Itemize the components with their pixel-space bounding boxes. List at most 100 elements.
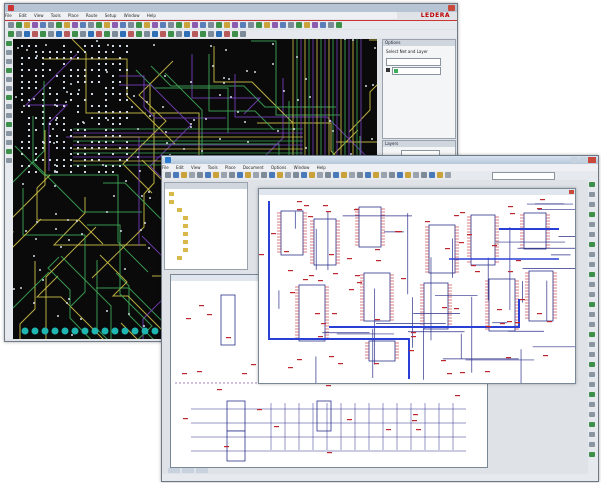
tool-icon[interactable] [589, 352, 595, 357]
menu-edit[interactable]: Edit [18, 13, 27, 18]
toolbar-button-icon[interactable] [184, 22, 190, 28]
toolbar-button-icon[interactable] [304, 22, 310, 28]
toolbar-button-icon[interactable] [32, 22, 38, 28]
toolbar-button-icon[interactable] [317, 172, 323, 178]
toolbar-button-icon[interactable] [256, 22, 262, 28]
toolbar-button-icon[interactable] [445, 172, 451, 178]
tool-icon[interactable] [589, 332, 595, 337]
toolbar-button-icon[interactable] [104, 31, 110, 37]
tool-icon[interactable] [589, 232, 595, 237]
tool-icon[interactable] [589, 262, 595, 267]
main-sheet-titlebar[interactable] [259, 189, 575, 195]
tool-icon[interactable] [589, 362, 595, 367]
toolbar-button-icon[interactable] [405, 172, 411, 178]
tool-icon[interactable] [589, 182, 595, 187]
menu-place[interactable]: Place [224, 165, 236, 170]
menu-document[interactable]: Document [242, 165, 264, 170]
menu-view[interactable]: View [191, 165, 201, 170]
tool-icon[interactable] [589, 282, 595, 287]
toolbar-button-icon[interactable] [285, 172, 291, 178]
toolbar-button-icon[interactable] [328, 22, 334, 28]
toolbar-button-icon[interactable] [216, 22, 222, 28]
document-tab[interactable] [182, 468, 194, 473]
toolbar-button-icon[interactable] [152, 22, 158, 28]
toolbar-button-icon[interactable] [320, 22, 326, 28]
toolbar-button-icon[interactable] [173, 172, 179, 178]
toolbar-button-icon[interactable] [176, 31, 182, 37]
toolbar-button-icon[interactable] [197, 172, 203, 178]
tool-icon[interactable] [6, 131, 12, 136]
toolbar-button-icon[interactable] [261, 172, 267, 178]
layer-select[interactable] [392, 67, 441, 75]
toolbar-button-icon[interactable] [80, 22, 86, 28]
toolbar-button-icon[interactable] [120, 22, 126, 28]
menu-window[interactable]: Window [123, 13, 140, 18]
toolbar-button-icon[interactable] [208, 22, 214, 28]
toolbar-button-icon[interactable] [357, 172, 363, 178]
toolbar-button-icon[interactable] [136, 31, 142, 37]
menu-view[interactable]: View [34, 13, 44, 18]
tool-icon[interactable] [589, 272, 595, 277]
toolbar-button-icon[interactable] [181, 172, 187, 178]
toolbar-button-icon[interactable] [184, 31, 190, 37]
document-tab[interactable] [196, 468, 208, 473]
tool-icon[interactable] [589, 222, 595, 227]
toolbar-button-icon[interactable] [253, 172, 259, 178]
menu-place[interactable]: Place [67, 13, 79, 18]
menu-edit[interactable]: Edit [175, 165, 184, 170]
toolbar-button-icon[interactable] [96, 22, 102, 28]
toolbar-button-icon[interactable] [32, 31, 38, 37]
toolbar-button-icon[interactable] [301, 172, 307, 178]
toolbar-button-icon[interactable] [56, 22, 62, 28]
tool-icon[interactable] [589, 432, 595, 437]
toolbar-button-icon[interactable] [165, 172, 171, 178]
schematic-window-titlebar[interactable] [162, 156, 598, 164]
toolbar-button-icon[interactable] [293, 172, 299, 178]
checkbox-icon[interactable] [386, 68, 390, 72]
toolbar-button-icon[interactable] [232, 22, 238, 28]
toolbar-button-icon[interactable] [245, 172, 251, 178]
tool-icon[interactable] [589, 312, 595, 317]
tool-icon[interactable] [6, 68, 12, 73]
toolbar-button-icon[interactable] [200, 22, 206, 28]
toolbar-button-icon[interactable] [296, 22, 302, 28]
toolbar-button-icon[interactable] [128, 22, 134, 28]
toolbar-button-icon[interactable] [341, 172, 347, 178]
toolbar-button-icon[interactable] [325, 172, 331, 178]
toolbar-button-icon[interactable] [80, 31, 86, 37]
tool-icon[interactable] [589, 392, 595, 397]
tool-icon[interactable] [589, 412, 595, 417]
toolbar-button-icon[interactable] [72, 22, 78, 28]
toolbar-button-icon[interactable] [144, 31, 150, 37]
menu-tools[interactable]: Tools [207, 165, 218, 170]
toolbar-button-icon[interactable] [56, 31, 62, 37]
toolbar-button-icon[interactable] [288, 22, 294, 28]
toolbar-button-icon[interactable] [397, 172, 403, 178]
toolbar-button-icon[interactable] [413, 172, 419, 178]
schematic-toolbar-combo[interactable] [492, 172, 555, 180]
toolbar-button-icon[interactable] [96, 31, 102, 37]
toolbar-button-icon[interactable] [200, 31, 206, 37]
tool-icon[interactable] [6, 59, 12, 64]
toolbar-button-icon[interactable] [232, 31, 238, 37]
toolbar-button-icon[interactable] [272, 22, 278, 28]
toolbar-button-icon[interactable] [237, 172, 243, 178]
toolbar-button-icon[interactable] [88, 22, 94, 28]
tool-icon[interactable] [6, 104, 12, 109]
toolbar-button-icon[interactable] [336, 22, 342, 28]
toolbar-button-icon[interactable] [136, 22, 142, 28]
tool-icon[interactable] [589, 192, 595, 197]
window-close-icon[interactable] [448, 5, 455, 11]
toolbar-button-icon[interactable] [349, 172, 355, 178]
tool-icon[interactable] [589, 422, 595, 427]
tool-icon[interactable] [6, 113, 12, 118]
toolbar-button-icon[interactable] [48, 31, 54, 37]
toolbar-button-icon[interactable] [312, 22, 318, 28]
toolbar-button-icon[interactable] [421, 172, 427, 178]
toolbar-button-icon[interactable] [112, 22, 118, 28]
toolbar-button-icon[interactable] [240, 31, 246, 37]
tool-icon[interactable] [589, 442, 595, 447]
menu-options[interactable]: Options [270, 165, 287, 170]
toolbar-button-icon[interactable] [48, 22, 54, 28]
tool-icon[interactable] [6, 95, 12, 100]
